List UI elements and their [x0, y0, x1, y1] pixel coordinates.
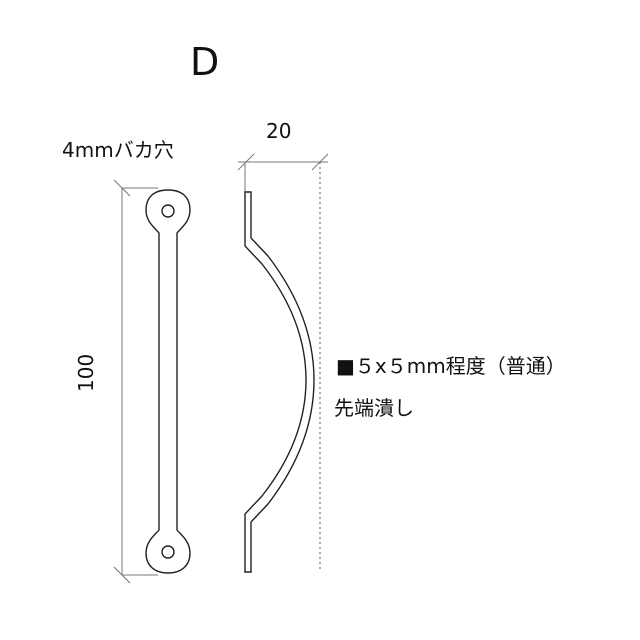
hole-size-label: 4mmバカ穴	[62, 138, 174, 162]
handle-front-view	[145, 189, 191, 574]
note-line-2: 先端潰し	[334, 396, 414, 420]
height-dimension	[113, 179, 158, 584]
width-dimension-tick-left	[237, 153, 255, 171]
handle-front-outline	[145, 189, 191, 574]
width-dimension	[237, 153, 329, 192]
width-dimension-label: 20	[266, 119, 292, 143]
mount-hole-top	[161, 204, 175, 218]
part-label: D	[190, 40, 220, 84]
mount-hole-bottom	[161, 545, 175, 559]
handle-side-profile	[244, 191, 315, 573]
note-line-1: ■５x５mm程度（普通）	[336, 354, 566, 378]
height-dimension-label: 100	[74, 353, 98, 392]
